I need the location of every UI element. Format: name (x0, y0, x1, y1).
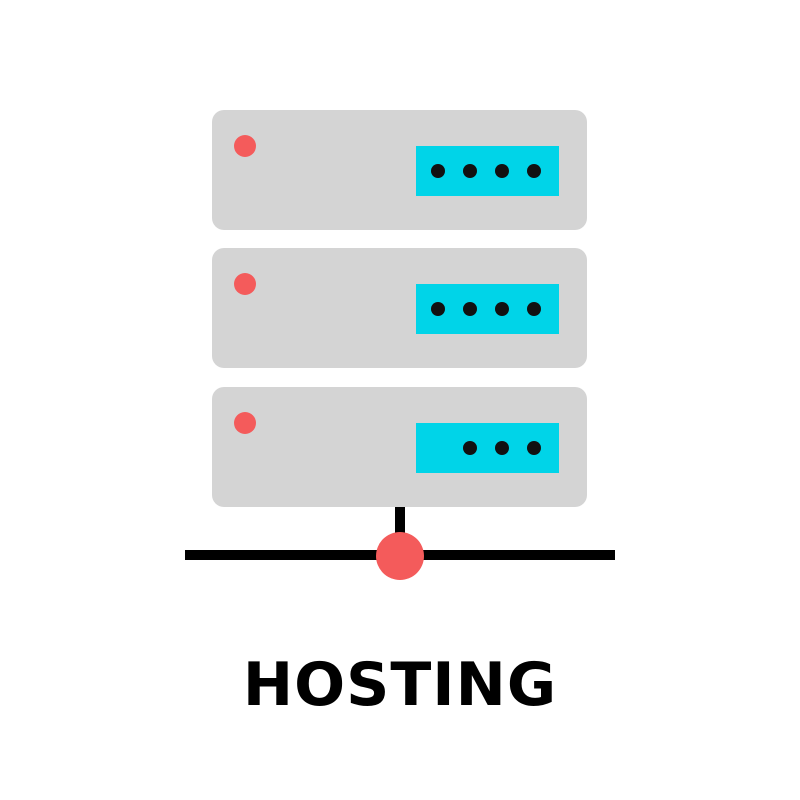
server-unit-1-indicator-dot (495, 164, 509, 178)
server-unit-3-indicator-dot (495, 441, 509, 455)
server-unit-2-status-light (234, 273, 256, 295)
server-unit-3-indicator-dot (527, 441, 541, 455)
server-unit-2-indicator-dot (527, 302, 541, 316)
server-unit-3-indicator-dot (463, 441, 477, 455)
server-unit-2-indicator-dot (431, 302, 445, 316)
hosting-caption: HOSTING (242, 650, 558, 720)
server-unit-1-indicator-dot (463, 164, 477, 178)
server-unit-1-indicator-dot (527, 164, 541, 178)
network-drop-line (395, 507, 405, 547)
server-unit-1-status-light (234, 135, 256, 157)
server-unit-1-panel (212, 110, 587, 230)
server-unit-2-panel (212, 248, 587, 368)
server-unit-2-indicator-dot (495, 302, 509, 316)
server-unit-3-status-light (234, 412, 256, 434)
server-unit-3-panel (212, 387, 587, 507)
server-unit-2-indicator-dot (463, 302, 477, 316)
network-node (376, 532, 424, 580)
server-unit-1-indicator-dot (431, 164, 445, 178)
